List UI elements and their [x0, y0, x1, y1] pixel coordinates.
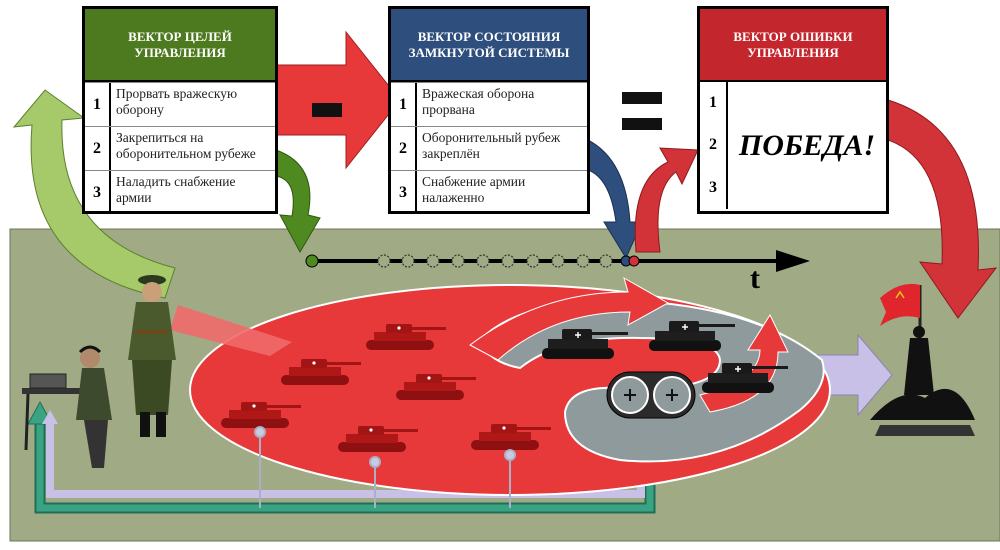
goals-vector-title: ВЕКТОР ЦЕЛЕЙ УПРАВЛЕНИЯ [85, 9, 275, 82]
time-axis-label: t [750, 262, 760, 295]
item-text: Оборонительный рубеж закреплён [422, 130, 561, 161]
item-number: 2 [85, 127, 111, 170]
goals-to-comparator-arrow [275, 30, 401, 170]
goals-vector-box: ВЕКТОР ЦЕЛЕЙ УПРАВЛЕНИЯ 1 Прорвать враже… [82, 6, 278, 214]
state-vector-box: ВЕКТОР СОСТОЯНИЯ ЗАМКНУТОЙ СИСТЕМЫ 1 Вра… [388, 6, 590, 214]
goals-to-timeline-arrow [275, 149, 321, 254]
victory-text: ПОБЕДА! [738, 128, 876, 162]
state-to-timeline-arrow [587, 139, 643, 260]
list-item: 2 Оборонительный рубеж закреплён [391, 126, 587, 170]
victory-flag-icon [870, 283, 975, 436]
commander-to-goals-arrow [12, 89, 176, 299]
item-number: 3 [709, 178, 717, 196]
error-vector-box: ВЕКТОР ОШИБКИ УПРАВЛЕНИЯ 1 2 3 ПОБЕДА! [697, 6, 889, 214]
list-item: 3 Снабжение армии налаженно [391, 170, 587, 214]
sensor-probes [254, 426, 516, 508]
breakthrough-arrow [469, 276, 670, 361]
item-number: 3 [85, 171, 111, 214]
item-number: 1 [85, 83, 111, 126]
item-text: Прорвать вражескую оборону [116, 86, 238, 117]
equals-sign-icon [622, 92, 662, 104]
item-text: Закрепиться на оборонительном рубеже [116, 130, 256, 161]
minus-sign-icon [312, 103, 342, 117]
item-number: 1 [709, 94, 717, 112]
time-axis-arrowhead [776, 250, 810, 272]
commander [128, 275, 176, 437]
item-number: 2 [391, 127, 417, 170]
timeline-steps [377, 254, 613, 268]
list-item: 3 Наладить снабжение армии [85, 170, 275, 214]
item-text: Снабжение армии налаженно [422, 174, 526, 205]
item-number: 2 [709, 136, 717, 154]
timeline-start-point [305, 254, 319, 268]
list-item: 1 Вражеская оборона прорвана [391, 82, 587, 126]
state-vector-title: ВЕКТОР СОСТОЯНИЯ ЗАМКНУТОЙ СИСТЕМЫ [391, 9, 587, 82]
item-number: 1 [391, 83, 417, 126]
summing-junction-icon [606, 371, 696, 419]
error-vector-title: ВЕКТОР ОШИБКИ УПРАВЛЕНИЯ [700, 9, 886, 82]
error-to-victory-arrow [887, 99, 998, 319]
list-item: 2 Закрепиться на оборонительном рубеже [85, 126, 275, 170]
item-number: 3 [391, 171, 417, 214]
list-item: 1 Прорвать вражескую оборону [85, 82, 275, 126]
item-text: Наладить снабжение армии [116, 174, 236, 205]
command-beam [170, 305, 292, 356]
radio-operator [22, 345, 112, 468]
timeline-error-point [628, 255, 640, 267]
item-text: Вражеская оборона прорвана [422, 86, 535, 117]
